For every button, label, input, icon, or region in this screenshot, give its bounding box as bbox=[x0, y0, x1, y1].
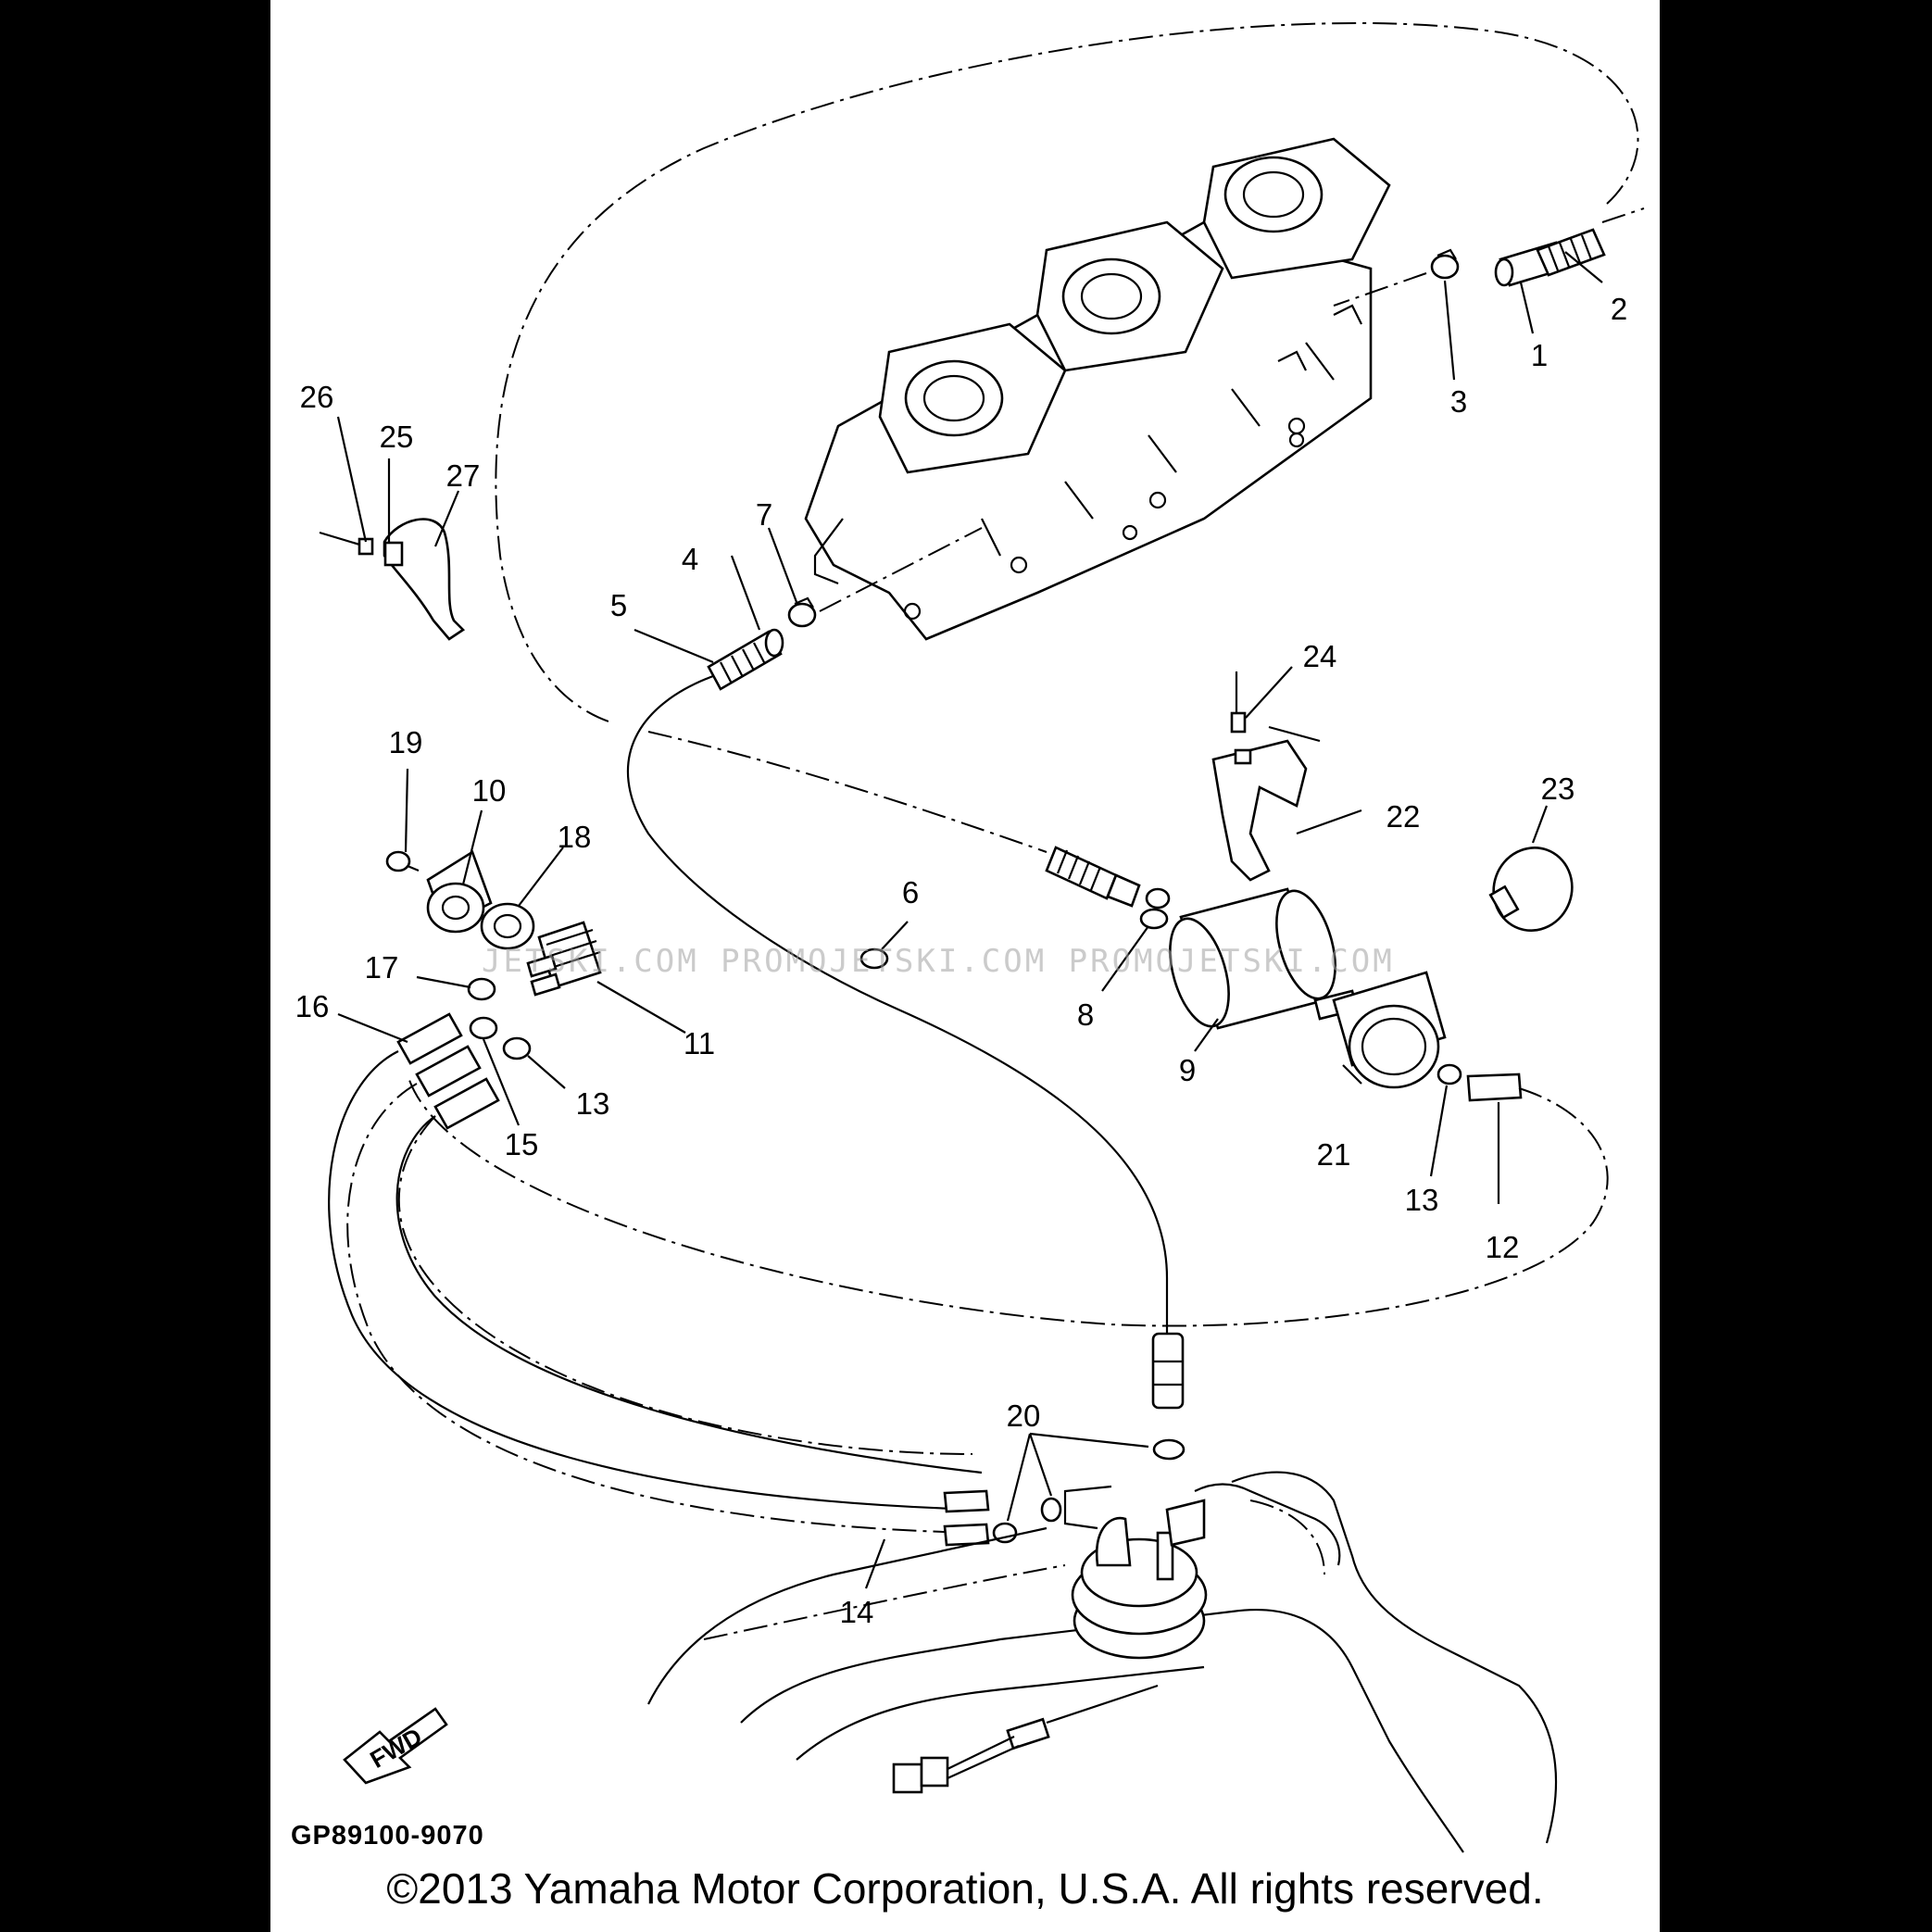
hose-end-lower bbox=[943, 1523, 990, 1547]
callout-10: 10 bbox=[472, 773, 507, 808]
callout-15: 15 bbox=[505, 1127, 539, 1161]
hose-return-stub bbox=[1151, 1332, 1185, 1410]
callout-7: 7 bbox=[756, 497, 772, 532]
cap-10 bbox=[426, 850, 493, 934]
hose-end-upper bbox=[943, 1489, 990, 1513]
callout-6: 6 bbox=[902, 875, 919, 910]
hose-continuation bbox=[1601, 207, 1645, 223]
band-27 bbox=[383, 518, 466, 641]
callout-25: 25 bbox=[380, 420, 414, 454]
callout-18: 18 bbox=[558, 820, 592, 854]
callout-11: 11 bbox=[684, 1026, 715, 1060]
fuel-tank bbox=[647, 1471, 1558, 1853]
holder-21 bbox=[1332, 971, 1447, 1089]
clamp-6 bbox=[859, 947, 889, 970]
callout-13-right: 13 bbox=[1405, 1183, 1439, 1217]
callout-14: 14 bbox=[840, 1595, 874, 1629]
clamp-3 bbox=[1430, 248, 1460, 280]
callout-3: 3 bbox=[1450, 384, 1467, 419]
joint-11 bbox=[526, 921, 602, 997]
callout-5: 5 bbox=[610, 588, 627, 622]
callout-24: 24 bbox=[1303, 639, 1337, 673]
fuel-hose-to-filter bbox=[647, 731, 1048, 853]
vent-hose-loop bbox=[495, 21, 1639, 723]
diagram-sheet bbox=[270, 0, 1660, 1932]
copyright-notice: ©2013 Yamaha Motor Corporation, U.S.A. A… bbox=[386, 1864, 1544, 1913]
seal-18 bbox=[480, 902, 535, 950]
callout-1: 1 bbox=[1531, 338, 1548, 372]
hose-12-end bbox=[1466, 1073, 1523, 1102]
band-23 bbox=[1488, 847, 1574, 932]
clamp-17 bbox=[467, 977, 496, 1001]
clamp-20-b bbox=[1040, 1497, 1062, 1523]
screw-19 bbox=[385, 850, 420, 872]
callout-23: 23 bbox=[1541, 772, 1575, 806]
callout-16: 16 bbox=[295, 989, 330, 1023]
protector-filter-inlet bbox=[1045, 846, 1141, 908]
hose-16-d bbox=[397, 1115, 973, 1455]
clamp-13-right bbox=[1436, 1063, 1462, 1085]
callout-19: 19 bbox=[389, 725, 423, 759]
bracket-22 bbox=[1211, 739, 1308, 882]
hose-16-c bbox=[395, 1115, 983, 1474]
leader-7 bbox=[819, 527, 983, 612]
hose-14-a bbox=[328, 1050, 983, 1512]
hose-16-ends bbox=[396, 1012, 500, 1130]
callout-26: 26 bbox=[300, 380, 334, 414]
protector-4 bbox=[707, 628, 784, 691]
callout-8: 8 bbox=[1077, 997, 1094, 1032]
screw-24 bbox=[1230, 671, 1247, 734]
hose-12 bbox=[407, 1073, 1609, 1327]
leader-20 bbox=[1006, 1432, 1149, 1522]
leader-lines bbox=[336, 251, 1603, 1589]
clamp-15 bbox=[469, 1016, 498, 1040]
diagram-part-code: GP89100-9070 bbox=[291, 1821, 484, 1850]
watermark: JETSKI.COM PROMOJETSKI.COM PROMOJETSKI.C… bbox=[482, 943, 1395, 980]
callout-2: 2 bbox=[1611, 292, 1627, 326]
clamp-8 bbox=[1139, 887, 1171, 930]
fwd-arrow-icon: FWD bbox=[343, 1707, 448, 1785]
callout-12: 12 bbox=[1486, 1230, 1520, 1264]
callout-27: 27 bbox=[446, 458, 481, 493]
callout-21: 21 bbox=[1317, 1137, 1351, 1172]
fuel-filter-9 bbox=[1169, 887, 1359, 1030]
clamp-13-left bbox=[502, 1036, 532, 1060]
fuel-gauge-connector bbox=[892, 1684, 1159, 1794]
clamp-7 bbox=[787, 596, 817, 628]
callout-labels: 1 2 3 4 5 6 7 8 9 10 11 12 13 13 14 15 1… bbox=[295, 292, 1628, 1629]
screw-26 bbox=[319, 531, 374, 556]
fuel-hose-main bbox=[626, 674, 1169, 1334]
callout-17: 17 bbox=[365, 950, 399, 985]
callout-9: 9 bbox=[1179, 1053, 1196, 1087]
hose-14-b bbox=[346, 1083, 983, 1534]
callout-13-left: 13 bbox=[576, 1086, 610, 1121]
carburetor-assembly bbox=[804, 137, 1391, 641]
callout-4: 4 bbox=[682, 542, 698, 576]
clip-25 bbox=[383, 541, 404, 567]
protector-2 bbox=[1536, 228, 1606, 277]
callout-22: 22 bbox=[1386, 799, 1421, 834]
callout-20: 20 bbox=[1007, 1399, 1041, 1433]
clamp-20-a bbox=[1152, 1438, 1186, 1461]
fuel-sender-unit bbox=[1063, 1485, 1208, 1660]
leader-3 bbox=[1333, 272, 1427, 307]
